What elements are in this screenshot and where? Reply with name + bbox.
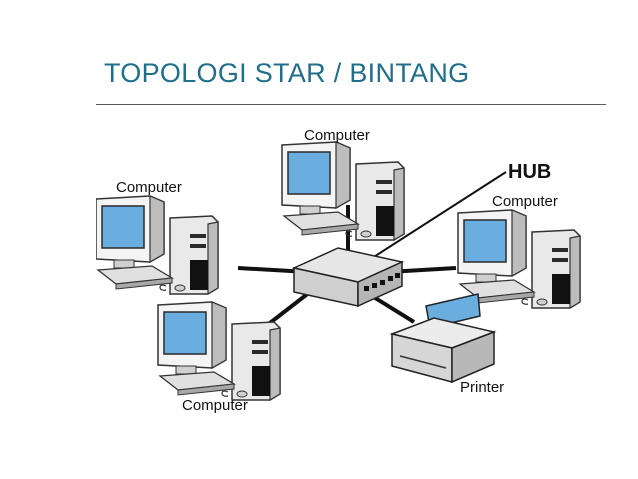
- computer-label-left: Computer: [116, 179, 182, 196]
- computer-icon: [96, 195, 219, 295]
- hub-label: HUB: [508, 161, 551, 183]
- computer-icon: [281, 141, 405, 241]
- computer-label-right: Computer: [492, 193, 558, 210]
- computer-label-top: Computer: [304, 127, 370, 144]
- computer-icon: [457, 209, 581, 309]
- computer-icon: [157, 301, 281, 401]
- slide-title: TOPOLOGI STAR / BINTANG: [104, 58, 470, 88]
- hub-device: [291, 247, 405, 308]
- title-divider: [96, 104, 606, 105]
- printer-icon: [389, 293, 497, 384]
- star-topology-diagram: HUB Computer Computer Computer Computer …: [96, 127, 581, 414]
- printer-label: Printer: [460, 379, 504, 396]
- computer-label-bottom: Computer: [182, 397, 248, 414]
